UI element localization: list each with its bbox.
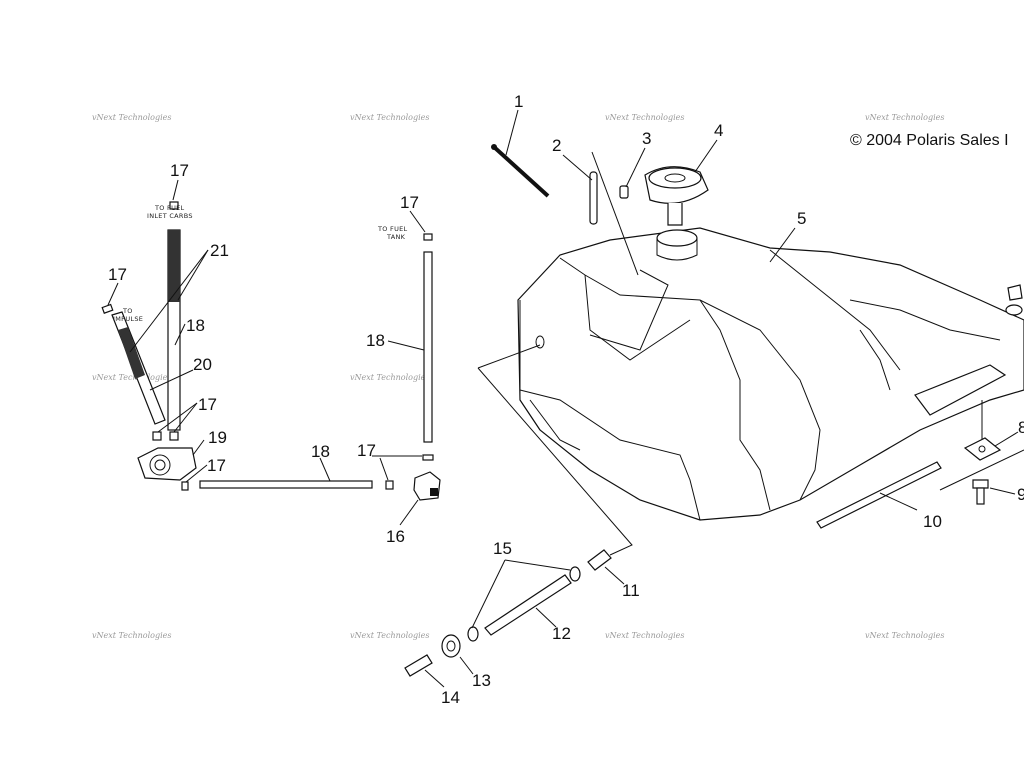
note-to-impulse-line1: TO xyxy=(122,307,133,315)
callouts: 1 2 3 4 5 8 9 10 11 12 13 14 15 16 17 17… xyxy=(108,92,1024,707)
note-to-fuel-inlet-carbs-line1: TO FUEL xyxy=(154,204,185,212)
fuel-cap xyxy=(644,166,709,226)
callout-14: 14 xyxy=(441,688,460,707)
callout-17: 17 xyxy=(357,441,376,460)
callout-17: 17 xyxy=(198,395,217,414)
watermark: vNext Technologies xyxy=(350,631,429,640)
strap xyxy=(816,461,942,529)
fuel-tank xyxy=(517,227,1024,521)
watermark: vNext Technologies xyxy=(92,631,171,640)
vent-tube xyxy=(589,151,639,276)
callout-16: 16 xyxy=(386,527,405,546)
note-to-impulse-line2: IMPULSE xyxy=(113,315,143,323)
callout-17: 17 xyxy=(207,456,226,475)
callout-18: 18 xyxy=(311,442,330,461)
callout-5: 5 xyxy=(797,209,806,228)
callout-2: 2 xyxy=(552,136,561,155)
watermark: vNext Technologies xyxy=(865,113,944,122)
watermark: vNext Technologies xyxy=(92,113,171,122)
callout-11: 11 xyxy=(622,581,640,600)
callout-17: 17 xyxy=(400,193,419,212)
callout-20: 20 xyxy=(193,355,212,374)
fuel-lines xyxy=(101,201,441,501)
watermark: vNext Technologies xyxy=(350,113,429,122)
callout-15: 15 xyxy=(493,539,512,558)
mount-hardware xyxy=(939,284,1024,505)
callout-12: 12 xyxy=(552,624,571,643)
callout-1: 1 xyxy=(514,92,523,111)
callout-9: 9 xyxy=(1017,485,1024,504)
note-to-fuel-tank-line2: TANK xyxy=(386,233,406,241)
callout-17: 17 xyxy=(170,161,189,180)
leader-lines xyxy=(107,109,1019,688)
outlet-hardware xyxy=(404,344,633,677)
watermark: vNext Technologies xyxy=(350,373,429,382)
callout-4: 4 xyxy=(714,121,723,140)
callout-3: 3 xyxy=(642,129,651,148)
watermark: vNext Technologies xyxy=(605,631,684,640)
rod xyxy=(491,144,550,198)
callout-8: 8 xyxy=(1018,418,1024,437)
note-to-fuel-tank-line1: TO FUEL xyxy=(377,225,408,233)
callout-13: 13 xyxy=(472,671,491,690)
watermark: vNext Technologies xyxy=(605,113,684,122)
callout-17: 17 xyxy=(108,265,127,284)
callout-21: 21 xyxy=(210,241,229,260)
watermark: vNext Technologies xyxy=(92,373,171,382)
note-to-fuel-inlet-carbs-line2: INLET CARBS xyxy=(147,212,193,220)
callout-18: 18 xyxy=(186,316,205,335)
notes: TO FUEL INLET CARBS TO IMPULSE TO FUEL T… xyxy=(113,204,408,323)
callout-18: 18 xyxy=(366,331,385,350)
callout-19: 19 xyxy=(208,428,227,447)
callout-10: 10 xyxy=(923,512,942,531)
watermark: vNext Technologies xyxy=(865,631,944,640)
copyright-notice: © 2004 Polaris Sales I xyxy=(850,132,1009,149)
